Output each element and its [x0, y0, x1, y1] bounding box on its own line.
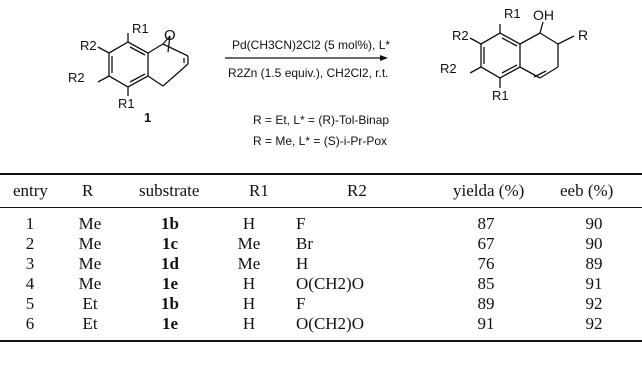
table-top-rule: [0, 173, 642, 175]
header-r1: R1: [249, 181, 269, 200]
reactant-benzene-ring: [108, 41, 149, 88]
cell-r1: Me: [237, 254, 261, 273]
cell-ee: 91: [585, 274, 603, 293]
cell-r2: F: [296, 214, 306, 233]
product-r1-top: R1: [504, 6, 521, 21]
cell-r: Me: [78, 274, 102, 293]
cell-r: Me: [78, 254, 102, 273]
cell-entry: 1: [25, 214, 35, 233]
cell-substrate: 1c: [161, 234, 179, 253]
cell-r1: H: [242, 294, 256, 313]
product-r2-upper: R2: [452, 28, 469, 43]
product-r-group: R: [578, 27, 588, 43]
cell-ee: 90: [585, 234, 603, 253]
table-row: 4 Me 1e H O(CH2)O 85 91: [0, 274, 642, 294]
cell-entry: 6: [25, 314, 35, 333]
cell-ee: 90: [585, 214, 603, 233]
header-substrate: substrate: [139, 181, 200, 200]
cell-r2: H: [296, 254, 309, 273]
cell-entry: 5: [25, 294, 35, 313]
cell-substrate: 1b: [161, 294, 179, 313]
condition-ligand-me: R = Me, L* = (S)-i-Pr-Pox: [253, 134, 388, 148]
cell-entry: 3: [25, 254, 35, 273]
cell-r: Et: [82, 314, 98, 333]
cell-yield: 91: [477, 314, 495, 333]
cell-substrate: 1e: [161, 274, 179, 293]
cell-ee: 89: [585, 254, 603, 273]
cell-substrate: 1b: [161, 214, 179, 233]
condition-above-arrow: Pd(CH3CN)2Cl2 (5 mol%), L*: [232, 38, 391, 52]
reactant-structure: [97, 33, 189, 96]
table-header-rule: [0, 207, 642, 208]
cell-r1: Me: [237, 234, 261, 253]
reaction-scheme: R1 O R2 R2 R1 1 R1 OH R R2 R2 R1: [68, 6, 588, 125]
cell-r1: H: [242, 274, 256, 293]
reactant-r2-upper: R2: [80, 38, 97, 53]
cell-ee: 92: [585, 314, 603, 333]
results-table: 1 Me 1b H F 87 90 2 Me 1c Me Br 67 90 3 …: [0, 214, 642, 334]
cell-entry: 4: [25, 274, 35, 293]
cell-yield: 67: [477, 234, 495, 253]
cell-r: Et: [82, 294, 98, 313]
reaction-arrow: [225, 55, 388, 61]
cell-r2: O(CH2)O: [296, 274, 364, 293]
cell-r1: H: [242, 314, 256, 333]
condition-ligand-et: R = Et, L* = (R)-Tol-Binap: [253, 113, 390, 127]
product-r1-bottom: R1: [492, 88, 509, 103]
reactant-r1-top: R1: [132, 21, 149, 36]
reactant-r1-bottom: R1: [118, 96, 135, 111]
product-oh-label: OH: [533, 7, 554, 23]
cell-yield: 85: [477, 274, 495, 293]
product-benzene-ring: [480, 32, 521, 79]
table-row: 2 Me 1c Me Br 67 90: [0, 234, 642, 254]
product-structure: [469, 21, 575, 88]
table-row: 5 Et 1b H F 89 92: [0, 294, 642, 314]
header-entry: entry: [13, 181, 48, 200]
reactant-r2-lower: R2: [68, 70, 85, 85]
header-yield: yielda (%): [453, 181, 525, 200]
cell-r2: Br: [296, 234, 313, 253]
cell-r2: O(CH2)O: [296, 314, 364, 333]
table-bottom-rule: [0, 340, 642, 342]
table-row: 1 Me 1b H F 87 90: [0, 214, 642, 234]
header-ee: eeb (%): [560, 181, 614, 200]
cell-yield: 87: [477, 214, 495, 233]
reactant-compound-number: 1: [144, 110, 151, 125]
cell-substrate: 1e: [161, 314, 179, 333]
cell-r2: F: [296, 294, 306, 313]
cell-r: Me: [78, 214, 102, 233]
cell-ee: 92: [585, 294, 603, 313]
header-r: R: [82, 181, 94, 200]
cell-substrate: 1d: [161, 254, 179, 273]
condition-below-arrow: R2Zn (1.5 equiv.), CH2Cl2, r.t.: [228, 66, 389, 80]
reactant-oxygen-label: O: [164, 27, 176, 44]
cell-r1: H: [242, 214, 256, 233]
cell-r: Me: [78, 234, 102, 253]
header-r2: R2: [347, 181, 367, 200]
product-r2-lower: R2: [440, 61, 457, 76]
cell-entry: 2: [25, 234, 35, 253]
table-row: 6 Et 1e H O(CH2)O 91 92: [0, 314, 642, 334]
cell-yield: 89: [477, 294, 495, 313]
cell-yield: 76: [477, 254, 495, 273]
table-row: 3 Me 1d Me H 76 89: [0, 254, 642, 274]
